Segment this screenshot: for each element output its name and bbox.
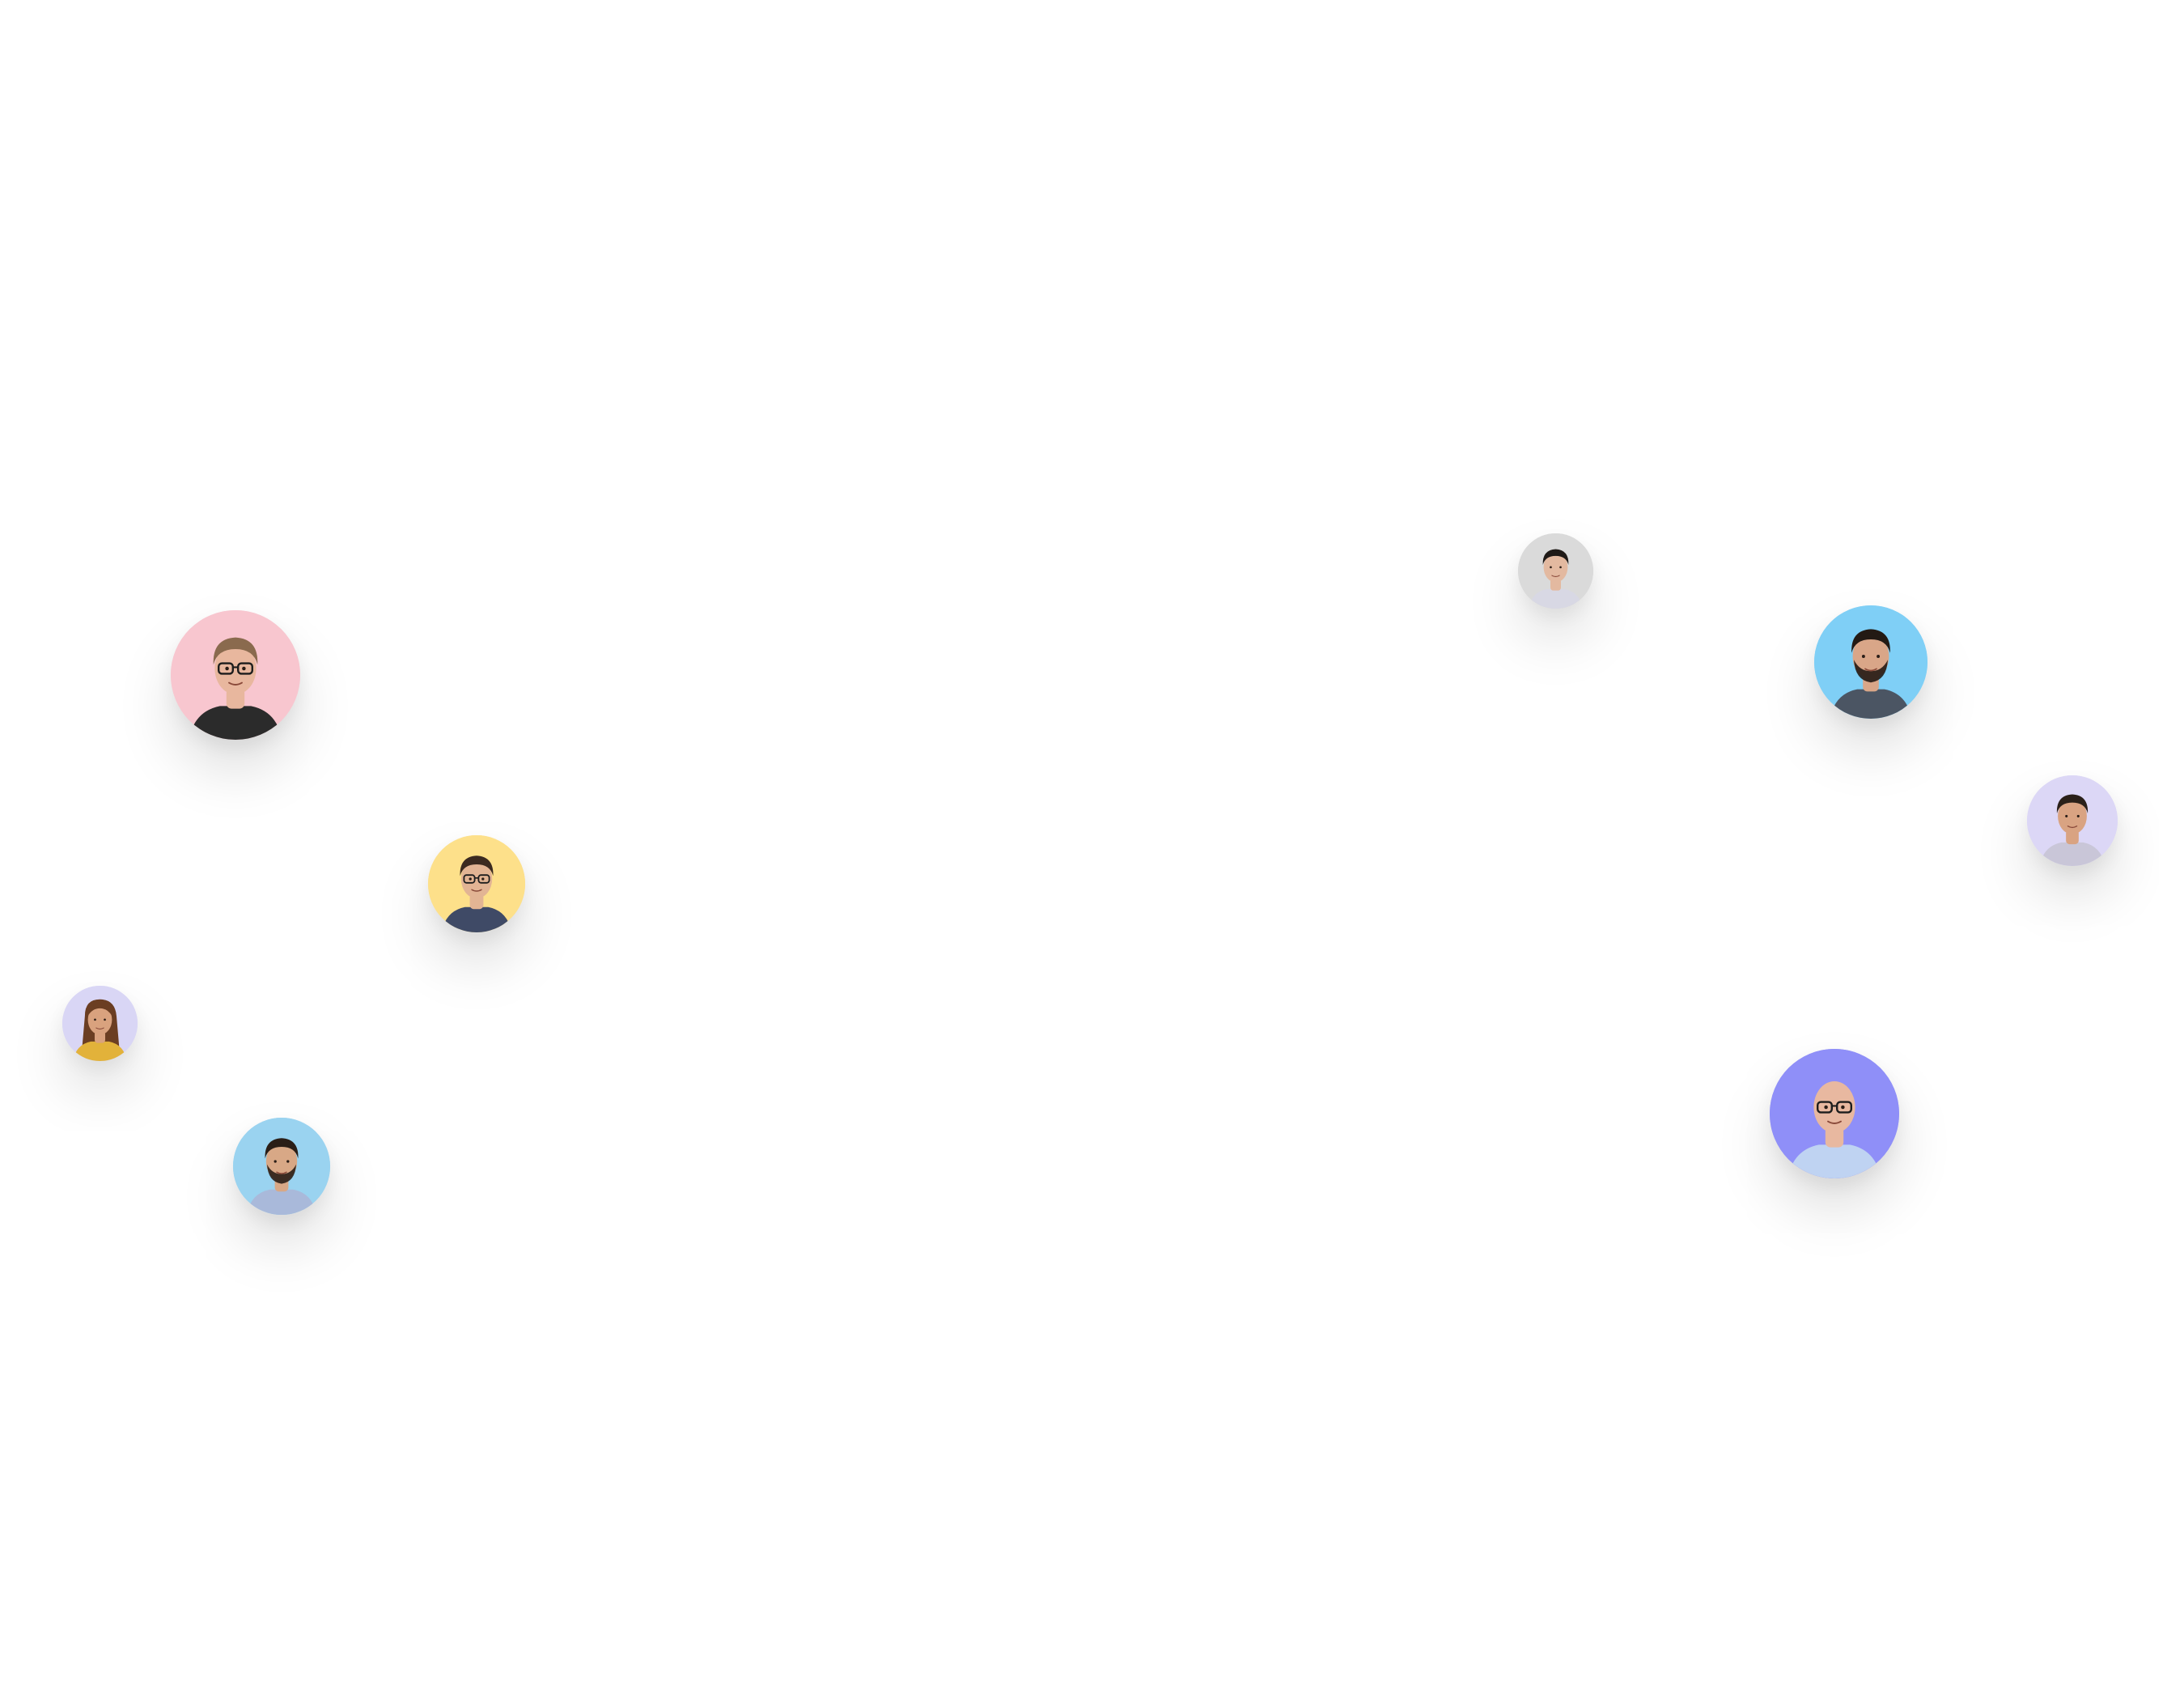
avatar-man-gray <box>1518 533 1593 609</box>
avatar-bald-man-glasses <box>1770 1049 1899 1178</box>
avatar-bald-man-glasses-portrait <box>1770 1049 1899 1178</box>
avatar-man-beard-blue <box>233 1118 330 1215</box>
avatar-man-beard-cyan-portrait <box>1814 605 1927 719</box>
avatar-woman-long-hair <box>62 986 138 1061</box>
avatar-woman-glasses-portrait <box>171 610 300 740</box>
avatar-man-beard-blue-portrait <box>233 1118 330 1215</box>
avatar-woman-long-hair-portrait <box>62 986 138 1061</box>
avatar-man-gray-portrait <box>1518 533 1593 609</box>
avatar-man-smile-lavender-portrait <box>2027 775 2118 866</box>
avatar-man-beard-cyan <box>1814 605 1927 719</box>
avatar-woman-glasses <box>171 610 300 740</box>
avatar-man-glasses-yellow-portrait <box>428 835 525 932</box>
avatar-man-smile-lavender <box>2027 775 2118 866</box>
avatar-man-glasses-yellow <box>428 835 525 932</box>
